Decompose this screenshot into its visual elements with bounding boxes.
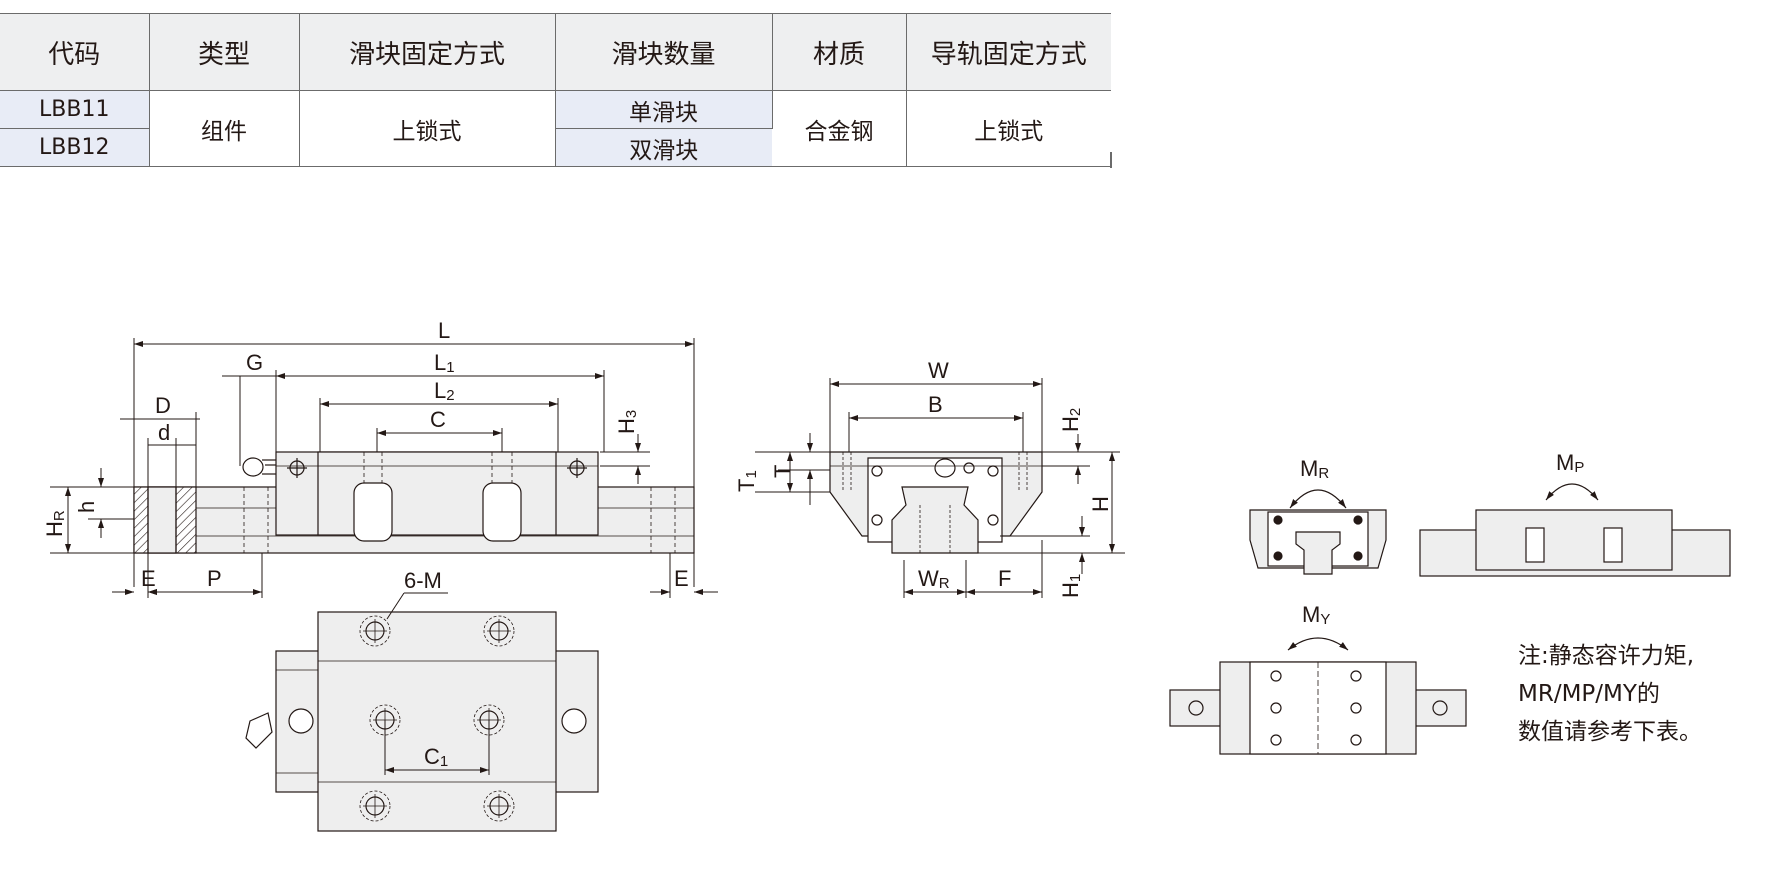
cell-code: LBB11	[0, 90, 150, 129]
header-code: 代码	[0, 13, 150, 91]
cell-code: LBB12	[0, 128, 150, 167]
end-view-dimensions	[755, 378, 1125, 598]
cell-rail-mount: 上锁式	[906, 90, 1111, 167]
moment-mp-view	[1419, 483, 1731, 577]
spec-table: 代码 类型 滑块固定方式 滑块数量 材质 导轨固定方式 LBB11 组件 上锁式…	[0, 13, 1111, 167]
label-W: W	[928, 358, 949, 383]
front-view	[133, 451, 695, 554]
moment-note: 注:静态容许力矩, MR/MP/MY的 数值请参考下表。	[1518, 637, 1702, 751]
label-MP: MP	[1556, 450, 1584, 476]
label-M: 6-M	[404, 568, 442, 593]
label-H3: H3	[614, 410, 640, 434]
label-HR: HR	[42, 510, 68, 537]
label-E-right: E	[674, 566, 689, 591]
label-H1: H1	[1058, 574, 1084, 598]
header-block-mount: 滑块固定方式	[299, 13, 556, 91]
label-MR: MR	[1300, 456, 1329, 482]
cell-block-qty: 双滑块	[555, 128, 772, 167]
label-F: F	[998, 566, 1011, 591]
label-L2: L2	[434, 378, 455, 404]
label-H2: H2	[1058, 408, 1084, 432]
note-line-1: 注:静态容许力矩,	[1518, 643, 1695, 669]
header-type: 类型	[149, 13, 300, 91]
end-rail	[891, 486, 979, 554]
top-view	[245, 592, 599, 832]
label-C: C	[430, 407, 446, 432]
note-line-2: MR/MP/MY的	[1518, 681, 1660, 707]
label-G: G	[246, 350, 263, 375]
label-C1: C1	[424, 744, 448, 770]
moment-mr-view	[1249, 489, 1387, 575]
cell-type: 组件	[149, 90, 300, 167]
front-view-dimensions	[50, 338, 718, 598]
label-h: h	[74, 501, 99, 513]
label-L1: L1	[434, 350, 455, 376]
note-line-3: 数值请参考下表。	[1518, 719, 1702, 745]
label-L: L	[438, 318, 450, 343]
label-E-left: E	[141, 566, 156, 591]
table-row: LBB11 组件 上锁式 单滑块 合金钢 上锁式	[0, 90, 1111, 167]
header-block-qty: 滑块数量	[555, 13, 773, 91]
moment-my-view	[1169, 637, 1467, 755]
cell-block-mount: 上锁式	[299, 90, 556, 167]
cell-block-qty: 单滑块	[555, 90, 773, 129]
label-d: d	[158, 420, 170, 445]
label-P: P	[207, 566, 222, 591]
table-header-row: 代码 类型 滑块固定方式 滑块数量 材质 导轨固定方式	[0, 13, 1111, 91]
grease-nipple	[242, 457, 264, 477]
label-H: H	[1088, 496, 1113, 512]
dimension-labels: L G L1 L2 C D d HR h H3 E P E 6-M C1 W B…	[42, 318, 1584, 770]
label-B: B	[928, 392, 943, 417]
label-T: T	[770, 465, 795, 478]
header-rail-mount: 导轨固定方式	[906, 13, 1111, 91]
label-T1: T1	[734, 470, 760, 492]
cell-material: 合金钢	[772, 90, 907, 167]
table-row: LBB12 双滑块	[0, 128, 1111, 167]
label-D: D	[155, 393, 171, 418]
top-block	[317, 611, 557, 832]
label-MY: MY	[1302, 602, 1330, 628]
table-edge-tick	[1110, 152, 1112, 168]
end-view	[829, 451, 1043, 554]
label-WR: WR	[918, 566, 950, 592]
header-material: 材质	[772, 13, 907, 91]
